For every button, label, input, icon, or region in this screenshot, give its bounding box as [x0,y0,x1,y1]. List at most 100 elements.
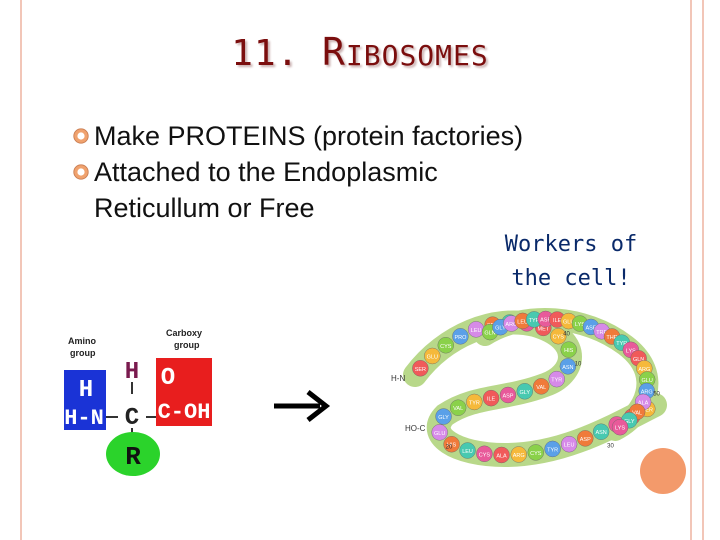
residue-bead [611,418,629,436]
residue-label: VAL [453,406,463,412]
residue-bead [548,370,565,388]
caption: Workers of the cell! [486,228,656,296]
bullet-circle-icon [73,128,89,144]
residue-label: ILE [553,318,562,324]
residue-bead [550,327,567,345]
residue-label: TYR [616,341,627,347]
residue-bead [527,444,544,461]
residue-label: GLU [427,354,438,360]
residue-label: LEU [517,319,528,325]
residue-bead [493,446,510,464]
carboxy-o: O [161,365,175,392]
residue-number: 10 [575,362,582,368]
residue-bead [466,393,483,411]
amino-h: H [79,377,93,404]
residue-label: HIS [564,348,574,354]
residue-bead [510,446,527,463]
residue-label: ALA [638,400,649,406]
residue-label: HIS [447,443,457,449]
residue-label: THR [606,335,617,341]
residue-label: TYR [469,400,480,406]
residue-bead [560,435,578,453]
frame-line-right-outer [702,0,704,540]
residue-label: LEU [564,443,575,449]
residue-label: GLN [633,357,644,363]
residue-bead [482,389,500,407]
residue-label: LYS [615,426,625,432]
residue-label: GLY [438,415,449,421]
residue-label: LYS [626,348,636,354]
residue-label: ARG [513,453,525,459]
residue-label: ILE [487,397,496,403]
residue-label: ARG [638,367,650,373]
title-word-rest: IBOSOMES [345,39,489,72]
residue-label: ASN [562,365,573,371]
residue-label: CYS [440,344,452,350]
caption-line-2: the cell! [511,266,631,291]
residue-label: GLY [519,390,530,396]
residue-label: SER [642,407,653,413]
bullet-item: Attached to the Endoplasmic [72,154,672,190]
chain-start-label: H-N [391,374,405,383]
right-arrow-icon [274,390,331,422]
residue-label: TRP [596,330,607,336]
residue-bead [559,358,577,375]
residue-bead [443,436,460,453]
amino-hn: H-N [64,406,104,431]
residue-label: CYS [530,451,542,457]
residue-label: GLY [495,326,506,332]
amino-group-label-2: group [70,348,96,358]
carboxy-coh: C-OH [158,400,211,425]
residue-label: ARG [505,322,517,328]
residue-label: GLY [624,419,635,425]
r-group-circle [106,432,160,476]
bullet-circle-icon [73,164,89,180]
residue-label: ASP [585,325,596,331]
residue-bead [544,440,561,458]
residue-bead [533,378,550,395]
residue-bead [560,341,577,358]
alpha-carbon: C [125,405,139,432]
residue-label: MET [538,326,550,332]
residue-bead [435,408,452,425]
carboxy-group-label-1: Carboxy [166,328,202,338]
chain-end-label: HO-C [405,424,426,433]
residue-bead [592,423,610,440]
residue-label: SER [415,367,426,373]
residue-bead [516,383,533,400]
slide-title: 11. RIBOSOMES [0,30,720,74]
residue-label: PRO [454,335,467,341]
amino-group-box [64,370,106,430]
residue-label: ASN [595,430,606,436]
residue-bead [437,337,454,354]
residue-bead [412,360,429,377]
bullet-continuation: Reticullum or Free [94,193,315,223]
protein-chain-diagram: SERGLUCYSPROLEUSERARGSERMETCYSHISASNTYRV… [391,308,667,468]
residue-label: GLU [563,320,574,326]
amino-group-label-1: Amino [68,336,97,346]
bullet-text: Make PROTEINS (protein factories) [94,121,524,151]
center-h: H [125,359,139,386]
frame-line-right [690,0,692,540]
residue-label: GLN [484,331,495,337]
residue-label: LYS [575,322,585,328]
amino-acid-diagram: Amino group Carboxy group H H-N H C O C-… [64,328,212,476]
residue-label: TYR [529,318,540,324]
residue-label: ARG [641,389,653,395]
residue-label: GLU [642,378,653,384]
residue-bead [424,347,441,365]
residue-label: VAL [536,385,546,391]
frame-line-left [20,0,22,540]
residue-bead [476,445,493,462]
residue-label: ASP [502,393,513,399]
residue-number: 40 [563,332,570,338]
residue-label: LEU [471,328,482,334]
residue-label: ALA [496,453,507,459]
carboxy-group-box [156,358,212,426]
decorative-orange-circle [640,448,686,494]
bullet-list: Make PROTEINS (protein factories) Attach… [72,118,672,226]
title-number: 11. [231,33,300,74]
residue-bead [452,328,469,345]
residue-label: CYS [553,335,565,341]
